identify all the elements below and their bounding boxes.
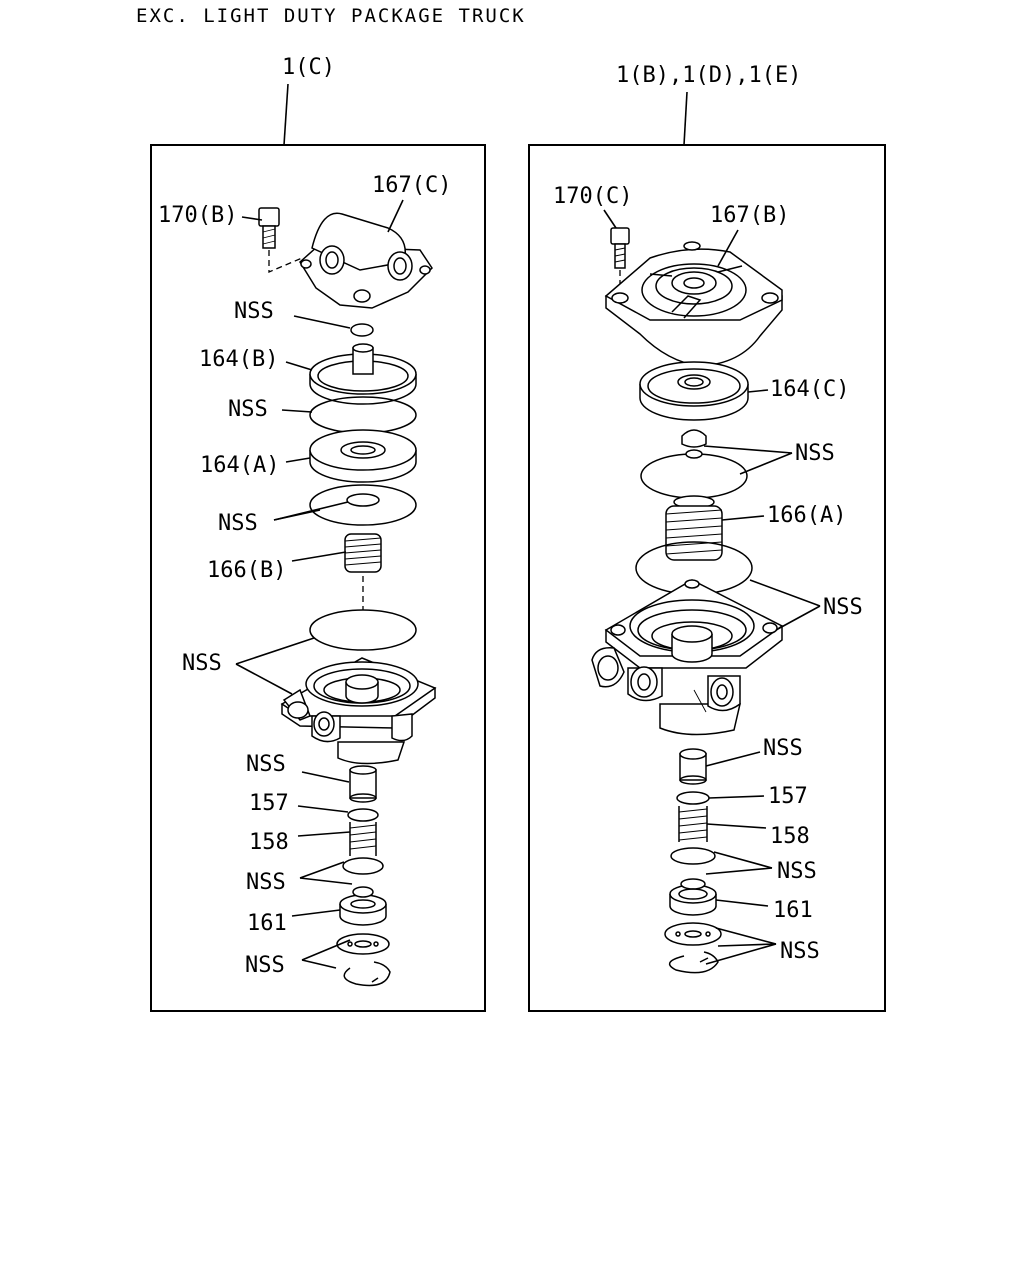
right-title-leader [683, 91, 688, 146]
label-nss-sleeve-left: NSS [246, 752, 286, 777]
cover-167c-drawing [299, 212, 433, 309]
label-nss-ring-right: NSS [777, 859, 817, 884]
label-nss-clip-left: NSS [245, 953, 285, 978]
right-panel: 1(B),1(D),1(E) [528, 63, 886, 1012]
right-panel-title: 1(B),1(D),1(E) [616, 63, 801, 88]
label-nss-clip-right: NSS [780, 939, 820, 964]
label-166b: 166(B) [207, 558, 286, 583]
right-panel-frame [528, 144, 886, 1012]
label-nss-disc-1: NSS [228, 397, 268, 422]
label-157-left: 157 [249, 791, 289, 816]
cover-167b-drawing [604, 241, 783, 367]
nss-clip-right-drawing [664, 922, 722, 974]
label-nss-body: NSS [182, 651, 222, 676]
left-title-leader [283, 83, 289, 146]
bolt-170b-drawing [258, 207, 303, 273]
spring-166a-drawing [665, 495, 723, 561]
left-panel-title: 1(C) [282, 55, 335, 80]
nss-clip-left-drawing [336, 933, 391, 987]
label-170c: 170(C) [553, 184, 632, 209]
label-166a: 166(A) [767, 503, 846, 528]
label-161-left: 161 [247, 911, 287, 936]
label-nss-body-right: NSS [823, 595, 863, 620]
ring-157-left-drawing [347, 808, 379, 822]
label-158-right: 158 [770, 824, 810, 849]
spring-166b-drawing [344, 533, 382, 573]
label-164a: 164(A) [200, 453, 279, 478]
label-157-right: 157 [768, 784, 808, 809]
label-158-left: 158 [249, 830, 289, 855]
diaphragm-164b-drawing [309, 343, 417, 405]
valve-body-right-drawing [591, 579, 784, 736]
left-panel-frame [150, 144, 486, 1012]
label-nss-disc-right-1: NSS [795, 441, 835, 466]
diaphragm-164c-drawing [639, 361, 749, 421]
valve-body-left-drawing [280, 657, 437, 765]
ring-157-right-drawing [676, 791, 710, 805]
diaphragm-164a-drawing [309, 429, 417, 483]
left-panel: 1(C) [150, 55, 486, 1012]
spring-158-left-drawing [349, 822, 377, 856]
label-nss-o-ring: NSS [234, 299, 274, 324]
nss-sleeve-left-drawing [349, 765, 377, 803]
nss-ring-right-drawing [670, 847, 716, 865]
label-167b: 167(B) [710, 203, 789, 228]
bolt-170c-drawing [610, 227, 630, 290]
diagram-header: EXC. LIGHT DUTY PACKAGE TRUCK [136, 5, 526, 27]
label-nss-sleeve-right: NSS [763, 736, 803, 761]
nss-sleeve-right-drawing [679, 748, 707, 785]
nss-o-ring-drawing [350, 323, 374, 337]
nss-body-disc-drawing [309, 609, 417, 651]
label-nss-ring-left: NSS [246, 870, 286, 895]
valve-161-right-drawing [669, 878, 717, 916]
nss-ring-left-drawing [342, 857, 384, 875]
label-161-right: 161 [773, 898, 813, 923]
valve-161-left-drawing [339, 886, 387, 926]
label-164b: 164(B) [199, 347, 278, 372]
nss-disc-2-drawing [309, 484, 417, 526]
label-167c: 167(C) [372, 173, 451, 198]
label-170b: 170(B) [158, 203, 237, 228]
label-164c: 164(C) [770, 377, 849, 402]
spring-158-right-drawing [678, 806, 708, 842]
nss-disc-right-1-drawing [640, 429, 748, 499]
label-nss-disc-2: NSS [218, 511, 258, 536]
